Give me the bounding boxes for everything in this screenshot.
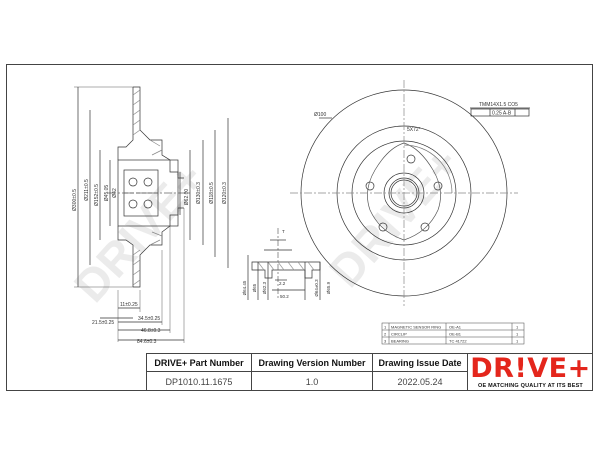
dim-diameter-118: Ø118±0.5 xyxy=(209,182,215,204)
version-value: 1.0 xyxy=(305,376,319,387)
dim-diameter-130: Ø130±0.3 xyxy=(196,182,202,204)
dim-diameter-152: Ø152±0.5 xyxy=(94,184,100,206)
dim-bearing-62: Ø62.00 xyxy=(184,189,190,206)
dim-horizontal-21-5: 21.5±0.25 xyxy=(92,320,114,326)
legend-no: 3 xyxy=(384,339,387,344)
dim-diameter-211: Ø211±0.5 xyxy=(84,179,90,201)
legend-name: MAGNETIC SENSOR RING xyxy=(391,325,441,330)
legend-row: 3 BEARING TC 41722 1 xyxy=(384,339,519,344)
section-view xyxy=(74,86,229,343)
legend-no: 1 xyxy=(384,325,387,330)
section-dimensions: Ø300±0.5 Ø211±0.5 Ø152±0.5 Ø130±0.3 Ø118… xyxy=(72,179,228,345)
logo-tagline: OE MATCHING QUALITY AT ITS BEST xyxy=(478,383,583,389)
legend-code: TC 41722 xyxy=(449,339,467,344)
legend-code: OE-A1 xyxy=(449,325,462,330)
legend-row: 1 MAGNETIC SENSOR RING OE-A1 1 xyxy=(384,325,519,330)
legend-qty: 1 xyxy=(516,339,519,344)
version-cell: Drawing Version Number 1.0 xyxy=(251,353,372,391)
dim-outer-diameter: Ø300±0.5 xyxy=(72,189,78,211)
dim-bearing-45: Ø45.05 xyxy=(104,185,110,202)
brand-logo: DR!VE+ OE MATCHING QUALITY AT ITS BEST xyxy=(467,353,593,391)
detail-dimensions: Ø64.45 Ø65 Ø62.3 Ø64±0.3 Ø65.9 2.2 50.2 … xyxy=(242,229,331,299)
issue-date-value: 2022.05.24 xyxy=(397,376,443,387)
dim-bearing-42: Ø42 xyxy=(112,188,118,198)
dim-detail-thickness: 2.2 xyxy=(279,281,286,286)
dim-detail-b: Ø65 xyxy=(252,283,257,292)
front-labels: Ø100 5X72° TMM14X1.5 CO5 0.25 A-B xyxy=(314,102,518,133)
dim-detail-d: Ø64±0.3 xyxy=(314,279,319,297)
version-label: Drawing Version Number xyxy=(252,354,372,372)
dim-detail-e: Ø65.9 xyxy=(326,281,331,294)
gdt-title: TMM14X1.5 CO5 xyxy=(479,102,518,108)
legend-rows: 1 MAGNETIC SENSOR RING OE-A1 1 2 CIRCLIP… xyxy=(384,325,519,344)
legend-qty: 1 xyxy=(516,332,519,337)
part-number-cell: DRIVE+ Part Number DP1010.11.1675 xyxy=(146,353,251,391)
legend-qty: 1 xyxy=(516,325,519,330)
front-thread-label: Ø100 xyxy=(314,112,326,118)
part-number-value: DP1010.11.1675 xyxy=(165,376,233,387)
part-number-label: DRIVE+ Part Number xyxy=(147,354,251,372)
detail-label-t: T xyxy=(282,229,285,234)
drawing-frame xyxy=(6,64,593,391)
parts-legend xyxy=(381,322,525,345)
dim-diameter-120: Ø120±0.3 xyxy=(222,182,228,204)
dim-horizontal-34-5: 34.5±0.25 xyxy=(138,316,160,322)
issue-date-cell: Drawing Issue Date 2022.05.24 xyxy=(372,353,467,391)
dim-detail-a: Ø64.45 xyxy=(242,280,247,295)
issue-date-label: Drawing Issue Date xyxy=(373,354,467,372)
dim-detail-width: 50.2 xyxy=(280,294,289,299)
gdt-row: 0.25 A-B xyxy=(492,111,512,117)
detail-view xyxy=(247,228,321,300)
legend-no: 2 xyxy=(384,332,387,337)
dim-horizontal-84-6: 84.6±0.3 xyxy=(137,339,157,345)
front-bolt-label: 5X72° xyxy=(407,127,421,133)
title-block: DRIVE+ Part Number DP1010.11.1675 Drawin… xyxy=(146,353,593,391)
legend-name: BEARING xyxy=(391,339,409,344)
legend-code: OE-B1 xyxy=(449,332,462,337)
logo-text: DR!VE+ xyxy=(470,353,591,384)
dim-horizontal-11: 11±0.25 xyxy=(120,302,138,308)
dim-horizontal-46-8: 46.8±0.3 xyxy=(141,328,161,334)
dim-detail-c: Ø62.3 xyxy=(262,281,267,294)
front-view xyxy=(290,80,530,306)
legend-name: CIRCLIP xyxy=(391,332,407,337)
legend-row: 2 CIRCLIP OE-B1 1 xyxy=(384,332,519,337)
